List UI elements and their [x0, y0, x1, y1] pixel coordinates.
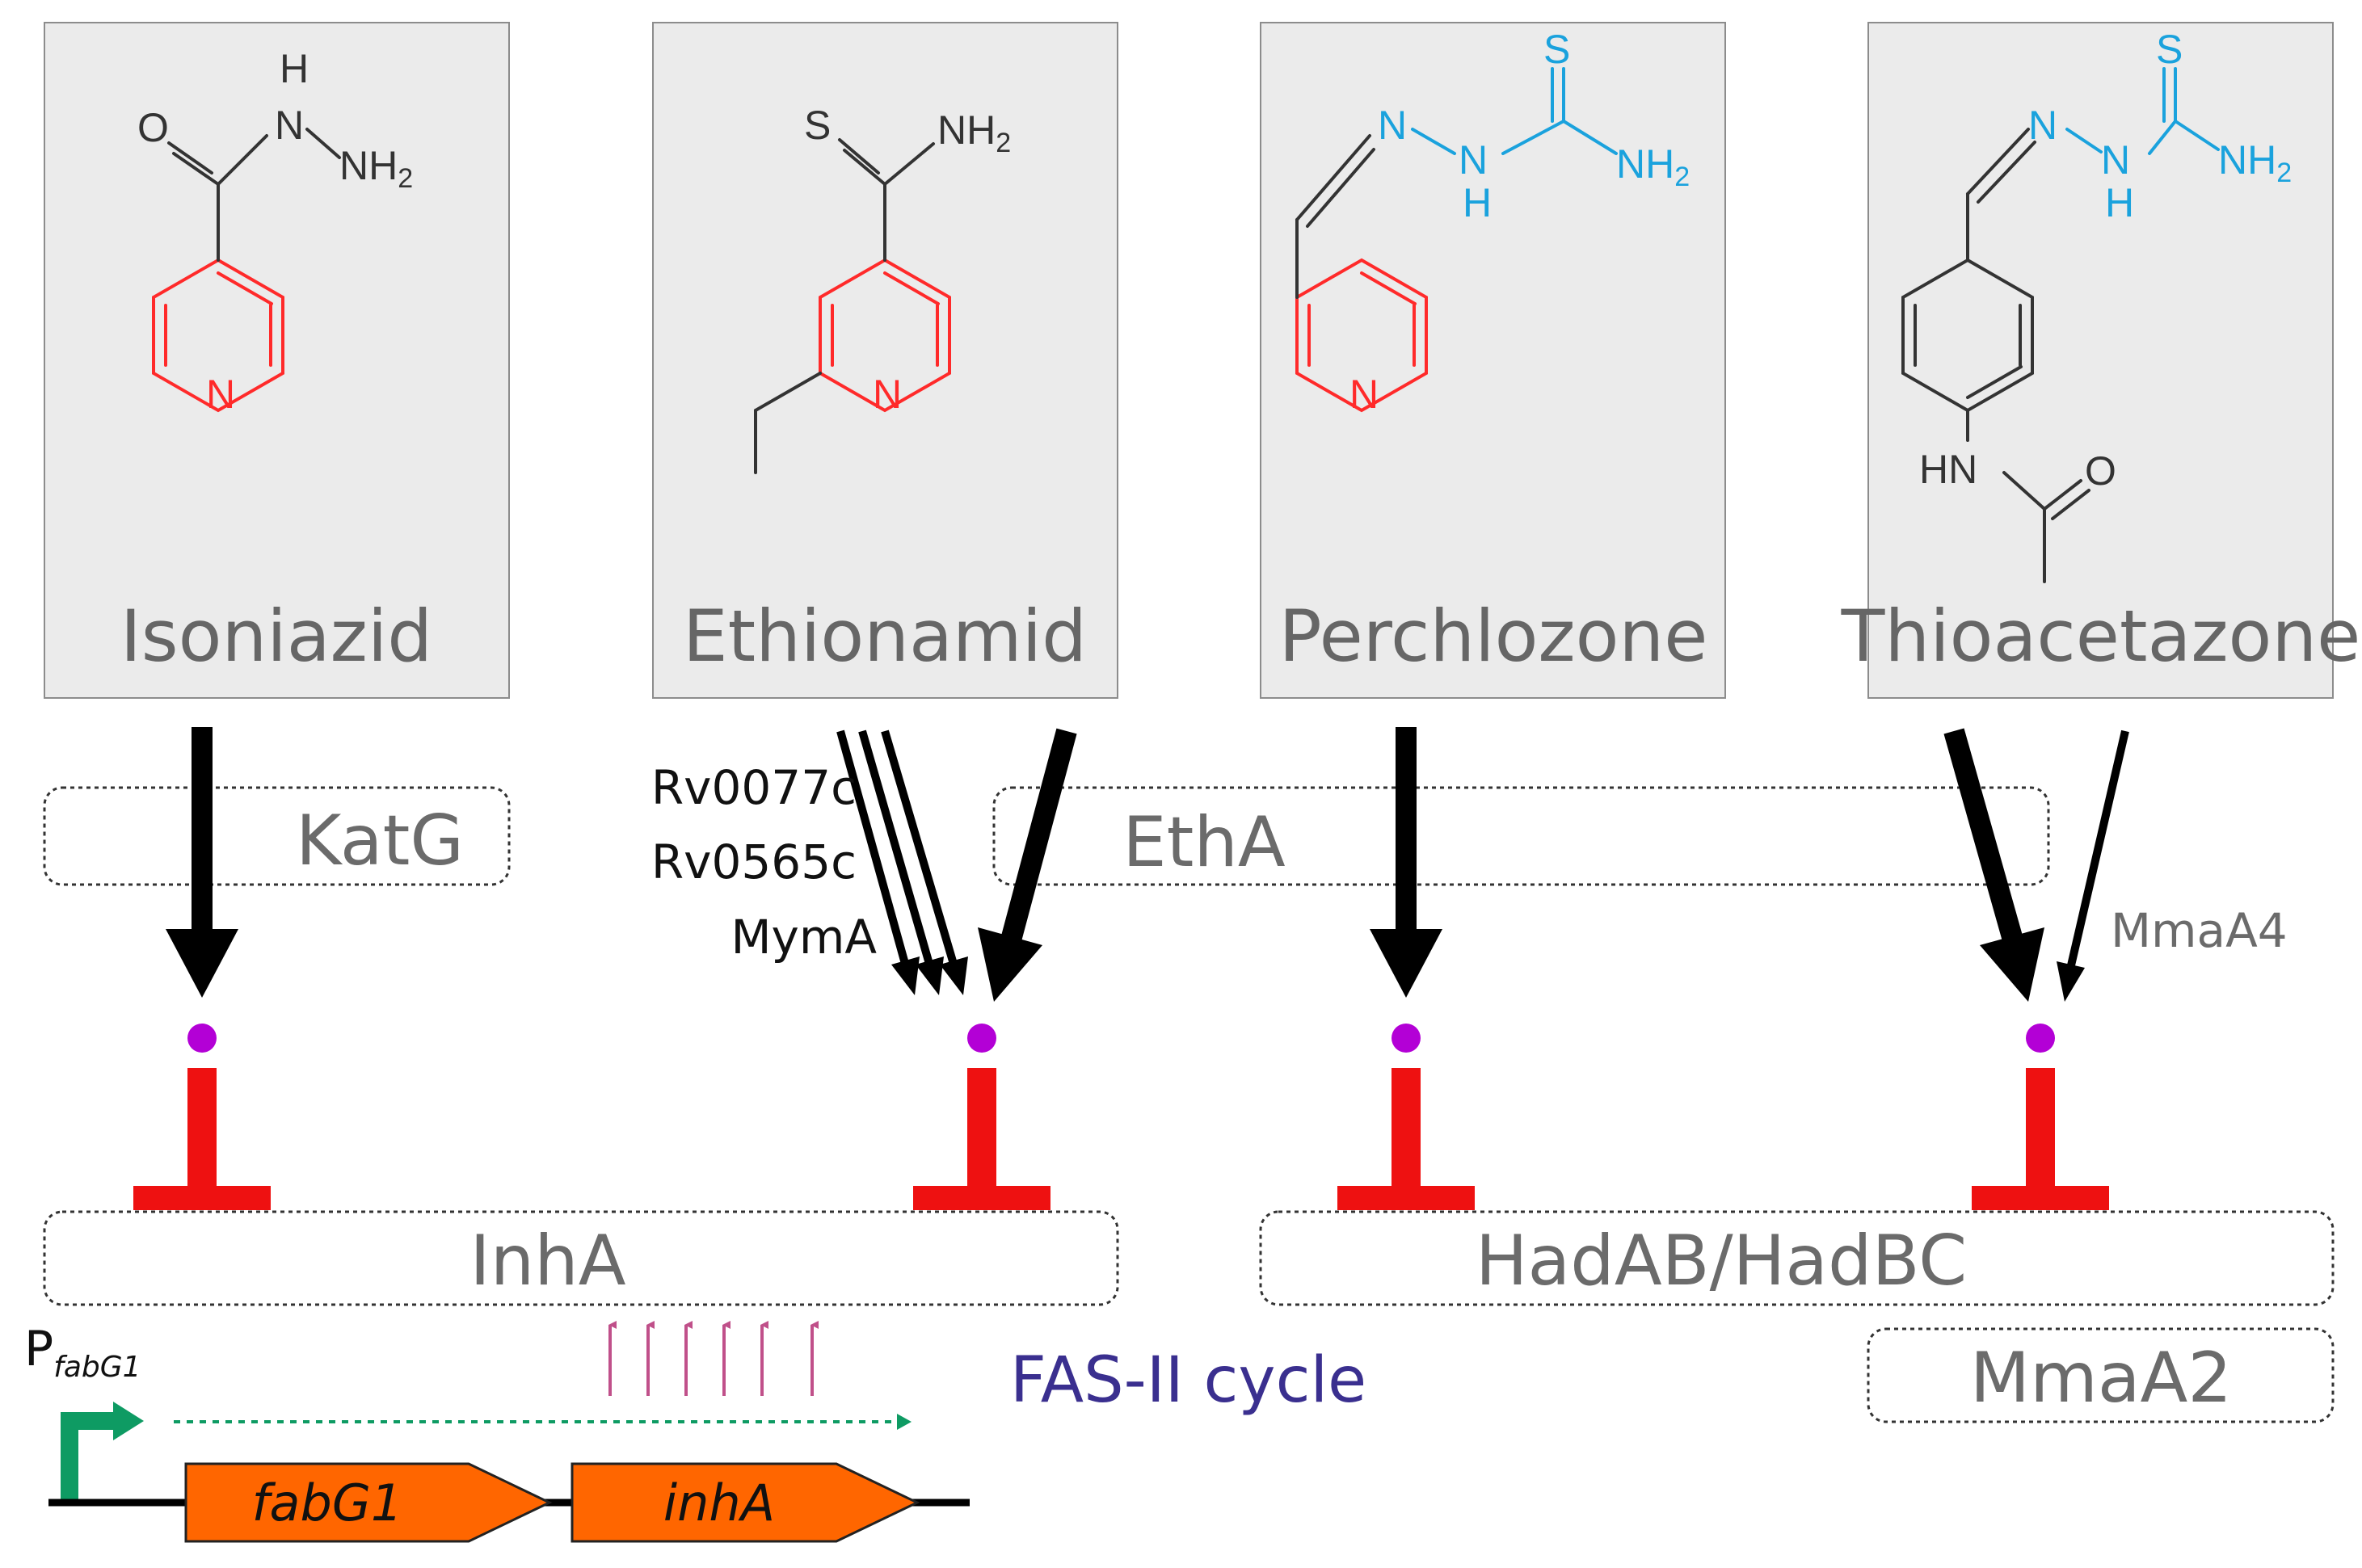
rv0565c-label: Rv0565c — [651, 834, 857, 889]
ethionamid-label: Ethionamid — [683, 595, 1087, 678]
inha-gene — [571, 1462, 920, 1543]
carbonyl-oxygen: O — [2085, 448, 2116, 494]
etha-label: EthA — [1122, 802, 1286, 883]
inha-gene-label: inhA — [663, 1473, 775, 1532]
inhibition-bars — [133, 1068, 2109, 1210]
pink-upregulation-arrows — [608, 1321, 819, 1396]
hadab-box — [1259, 1210, 2335, 1306]
promoter-label: PfabG1 — [24, 1321, 141, 1384]
promoter-arrow — [61, 1402, 144, 1503]
pyridine-nitrogen: N — [206, 372, 235, 417]
hydrogen-atom: H — [2105, 180, 2134, 225]
fabg1-gene — [184, 1462, 553, 1543]
oxygen-atom: O — [137, 105, 169, 150]
imine-nitrogen: N — [2028, 103, 2057, 148]
hydrazine-nitrogen: N — [1459, 137, 1488, 183]
sulfur-atom: S — [1543, 27, 1570, 72]
perchlozone-box — [1260, 22, 1726, 699]
thioacetazone-box — [1867, 22, 2334, 699]
rv0077c-label: Rv0077c — [651, 760, 857, 815]
isoniazid-structure: O N H NH2 N — [137, 46, 413, 417]
amine-atom: NH2 — [2218, 137, 2292, 188]
amine-atom: NH2 — [937, 107, 1011, 158]
activated-ethionamid-dot — [967, 1024, 996, 1053]
perchlozone-structure: N N H S NH2 N — [1295, 27, 1690, 417]
fas-cycle-label: FAS-II cycle — [1010, 1344, 1366, 1417]
perchlozone-label: Perchlozone — [1279, 595, 1708, 678]
thioacetazone-structure: N N H S NH2 HN O — [1901, 27, 2292, 583]
mmaa2-box — [1867, 1327, 2335, 1423]
nitrogen-atom: N — [275, 103, 304, 148]
etha-box — [992, 786, 2050, 886]
activated-perchlozone-dot — [1392, 1024, 1421, 1053]
hydrazine-nitrogen: N — [2101, 137, 2130, 183]
thioacetazone-label: Thioacetazone — [1841, 595, 2361, 678]
pyridine-nitrogen: N — [873, 372, 902, 417]
activation-arrows — [166, 727, 2129, 1002]
sulfur-atom: S — [804, 103, 831, 148]
inha-box — [43, 1210, 1119, 1306]
isoniazid-box — [44, 22, 510, 699]
myma-label: MymA — [730, 910, 877, 965]
ethionamid-structure: S NH2 N — [754, 103, 1011, 474]
amine-atom: NH2 — [339, 143, 413, 194]
ethionamid-box — [652, 22, 1118, 699]
mmaa2-label: MmaA2 — [1970, 1338, 2232, 1419]
activated-thioacetazone-dot — [2026, 1024, 2055, 1053]
amide-nitrogen: HN — [1919, 447, 1977, 492]
amine-atom: NH2 — [1616, 141, 1690, 192]
hydrogen-atom: H — [280, 46, 309, 91]
isoniazid-label: Isoniazid — [120, 595, 432, 678]
hadab-label: HadAB/HadBC — [1476, 1221, 1967, 1301]
mmaa4-label: MmaA4 — [2111, 903, 2288, 958]
katg-label: KatG — [296, 801, 464, 881]
imine-nitrogen: N — [1378, 103, 1407, 148]
katg-box — [43, 786, 511, 886]
inha-label: InhA — [469, 1221, 625, 1301]
pyridine-nitrogen: N — [1349, 372, 1379, 417]
activated-isoniazid-dot — [187, 1024, 217, 1053]
fabg1-gene-label: fabG1 — [252, 1473, 403, 1532]
hydrogen-atom: H — [1463, 180, 1492, 225]
sulfur-atom: S — [2156, 27, 2183, 72]
transcript-arrowhead — [897, 1414, 912, 1430]
